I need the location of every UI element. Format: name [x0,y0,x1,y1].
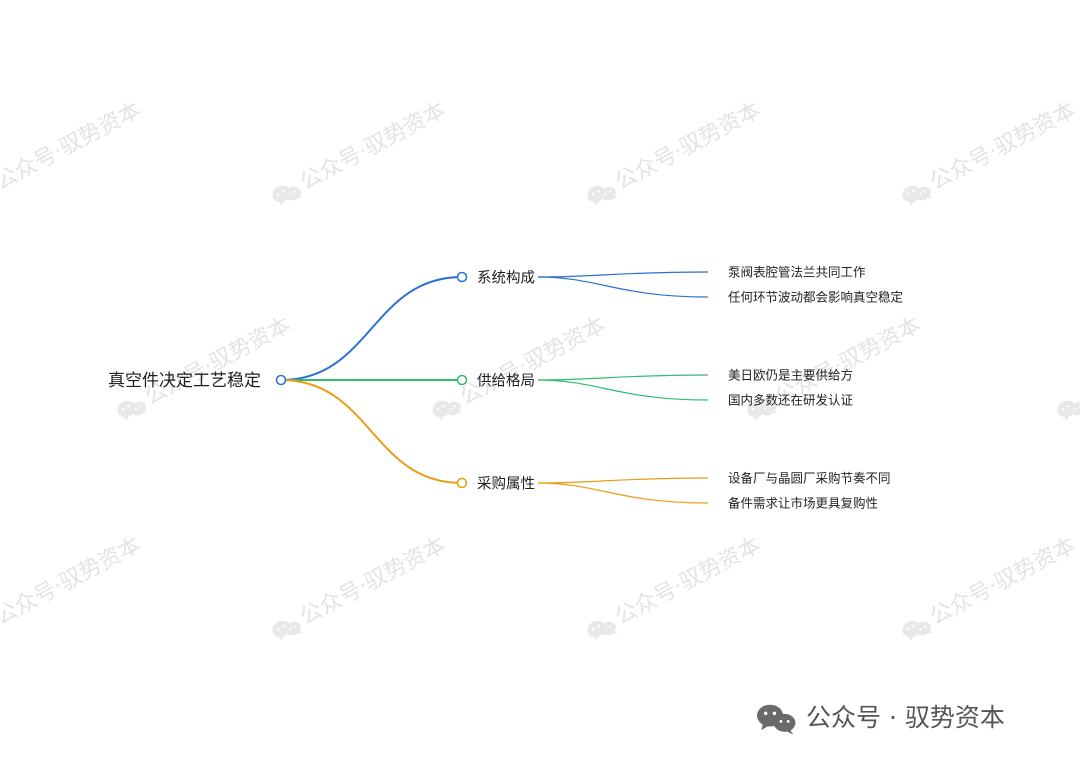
watermark-text: 公众号·驭势资本 [296,533,450,631]
wechat-icon [747,400,778,422]
branch-node-dot[interactable] [456,477,468,489]
watermark-item: 公众号·驭势资本 [587,533,765,642]
leaf-node-label: 美日欧仍是主要供给方 [728,368,853,383]
watermark-text: 公众号·驭势资本 [611,533,765,631]
footer-label: 公众号 · 驭势资本 [806,703,1005,732]
leaf-connector [537,477,709,484]
branch-node-dot[interactable] [456,271,468,283]
mindmap-connectors [280,271,709,504]
wechat-icon [432,400,463,422]
leaf-node-label: 国内多数还在研发认证 [728,393,854,408]
wechat-icon [117,400,148,422]
watermark-text: 公众号·驭势资本 [611,98,765,196]
wechat-icon [902,620,933,642]
leaf-node-label: 备件需求让市场更具复购性 [728,496,878,511]
branch-node-label: 采购属性 [477,476,535,493]
root-node-dot[interactable] [275,374,287,386]
watermark-item: 公众号·驭势资本 [272,98,450,207]
leaf-node-label: 泵阀表腔管法兰共同工作 [728,265,866,280]
leaf-node-label: 任何环节波动都会影响真空稳定 [728,290,903,305]
leaf-node-label: 设备厂与晶圆厂采购节奏不同 [728,471,891,486]
leaf-connector [537,379,709,401]
wechat-icon [902,185,933,207]
wechat-icon [587,185,618,207]
branch-node-label: 系统构成 [477,270,535,287]
branch-connector [280,276,463,381]
wechat-icon [272,185,303,207]
watermark-text: 公众号·驭势资本 [926,98,1080,196]
leaf-connector [537,374,709,381]
branch-node-label: 供给格局 [477,373,535,390]
watermark-item: 公众号·驭势资本 [272,533,450,642]
wechat-icon [757,704,796,735]
watermark-text: 公众号·驭势资本 [456,313,610,411]
watermark-item: 公众号·驭势资本 [0,98,145,196]
watermark-text: 公众号·驭势资本 [0,533,145,631]
root-node-label: 真空件决定工艺稳定 [108,371,261,391]
watermark-text: 公众号·驭势资本 [296,98,450,196]
leaf-connector [537,482,709,504]
watermark-item: 公众号·驭势资本 [117,313,295,422]
wechat-icon [272,620,303,642]
footer-watermark: 公众号 · 驭势资本 [757,703,1005,735]
watermark-item: 公众号·驭势资本 [902,533,1080,642]
leaf-connector [537,276,709,298]
watermark-item: 公众号·驭势资本 [0,533,145,631]
watermark-text: 公众号·驭势资本 [141,313,295,411]
watermark-text: 公众号·驭势资本 [926,533,1080,631]
watermark-item: 公众号·驭势资本 [902,98,1080,207]
leaf-connector [537,271,709,278]
watermark-text: 公众号·驭势资本 [0,98,145,196]
branch-node-dot[interactable] [456,374,468,386]
wechat-icon [1057,400,1080,422]
watermark-item: 公众号·驭势资本 [432,313,610,422]
branch-connector [280,379,463,484]
wechat-icon [587,620,618,642]
watermark-item: 公众号·驭势资本 [587,98,765,207]
watermark-item: 公众号·驭势资本 [1057,400,1080,422]
